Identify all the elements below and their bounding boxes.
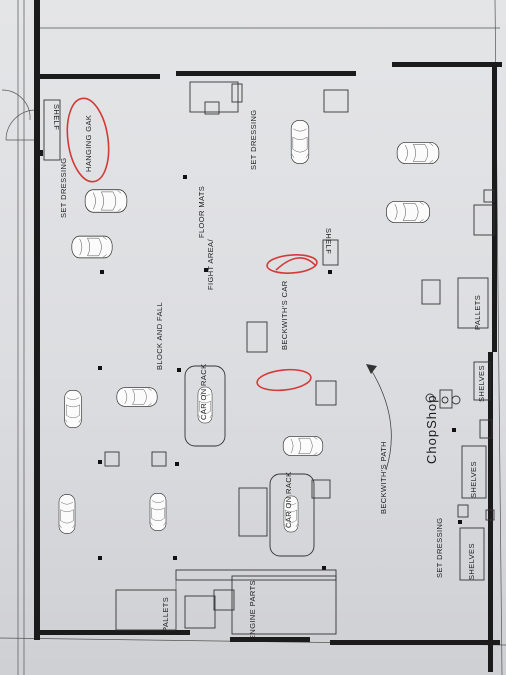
label-hanging-gak: HANGING GAK	[84, 115, 93, 172]
label-block-and-fall: BLOCK AND FALL	[155, 302, 164, 370]
red-circle-hanging-gak	[66, 97, 110, 183]
red-markup	[66, 97, 318, 392]
labels: SHELF SET DRESSING HANGING GAK SET DRESS…	[52, 104, 486, 640]
label-shelves-2: SHELVES	[469, 461, 478, 498]
label-set-dressing-bottom: SET DRESSING	[435, 517, 444, 578]
car-4	[396, 142, 440, 164]
label-beckwiths-path: BECKWITH'S PATH	[379, 441, 388, 514]
label-set-dressing-left: SET DRESSING	[59, 157, 68, 218]
columns	[98, 175, 462, 570]
title-chop-shop: ChopShop	[424, 395, 439, 464]
label-beckwiths-car: BECKWITH'S CAR	[280, 280, 289, 350]
walls	[34, 0, 502, 672]
label-shelves-1: SHELVES	[477, 365, 486, 402]
door-swing-icon	[1, 89, 37, 141]
car-racks	[184, 365, 315, 557]
set-pieces	[43, 81, 495, 635]
label-shelf-top: SHELF	[52, 104, 61, 130]
car-5	[386, 201, 430, 223]
car-3	[290, 120, 310, 164]
red-circle-shelf	[266, 254, 318, 274]
red-scribble	[275, 257, 317, 271]
car-9	[282, 436, 324, 456]
car-10	[58, 494, 76, 534]
label-pallets-bottom: PALLETS	[161, 597, 170, 632]
car-1	[84, 189, 128, 213]
red-circle-beckwith-car	[256, 368, 312, 392]
car-11	[149, 492, 167, 532]
beckwiths-path-arrow	[366, 364, 392, 471]
label-fight-area: FIGHT AREA/	[206, 239, 215, 290]
label-shelf-mid: SHELF	[324, 228, 333, 254]
label-floor-mats: FLOOR MATS	[197, 186, 206, 238]
label-pallets-right: PALLETS	[473, 295, 482, 330]
label-engine-parts: ENGINE PARTS	[248, 580, 257, 640]
label-car-on-rack-2: CAR ON RACK	[284, 472, 293, 529]
car-2	[71, 235, 113, 259]
label-shelves-3: SHELVES	[467, 543, 476, 580]
label-car-on-rack-1: CAR ON RACK	[199, 364, 208, 421]
car-7	[116, 387, 158, 407]
label-set-dressing-top: SET DRESSING	[249, 109, 258, 170]
car-6	[64, 389, 82, 429]
